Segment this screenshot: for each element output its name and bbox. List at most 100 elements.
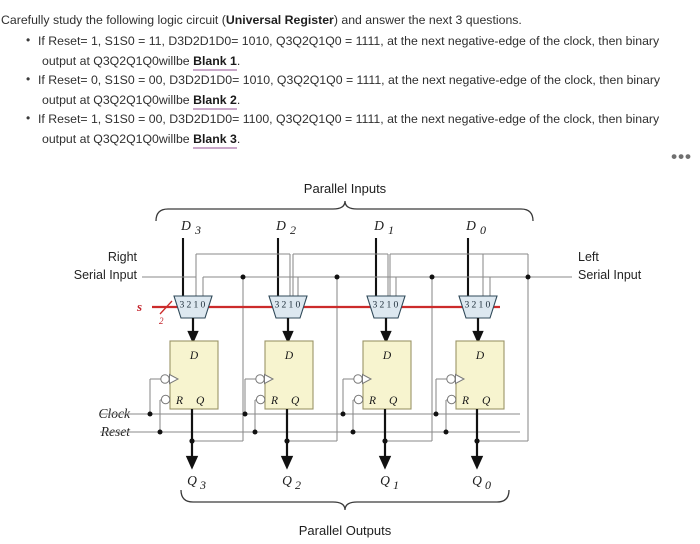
svg-text:D: D <box>382 350 392 362</box>
question-2-line-2: output at Q3Q2Q1Q0willbe Blank 2. <box>38 91 700 111</box>
left-serial-input-label: Left Serial Input <box>578 250 642 282</box>
svg-text:D: D <box>180 218 191 233</box>
right-serial-input-label: Right Serial Input <box>74 250 138 282</box>
svg-text:1: 1 <box>388 223 394 237</box>
svg-text:R: R <box>270 395 278 407</box>
svg-text:R: R <box>175 395 183 407</box>
svg-text:D: D <box>475 350 485 362</box>
list-item: • If Reset= 1, S1S0 = 00, D3D2D1D0= 1100… <box>0 110 700 149</box>
question-3-answer-suffix: . <box>236 131 241 146</box>
parallel-outputs-brace <box>180 489 510 511</box>
svg-text:2: 2 <box>187 300 192 311</box>
parallel-inputs-brace <box>155 200 534 222</box>
output-label-q0: Q 0 <box>472 473 491 492</box>
svg-text:Q: Q <box>196 395 205 407</box>
question-1-line-1: If Reset= 1, S1S0 = 11, D3D2D1D0= 1010, … <box>38 34 660 48</box>
output-label-q3: Q 3 <box>187 473 206 492</box>
parallel-outputs-title: Parallel Outputs <box>299 523 392 538</box>
svg-text:R: R <box>368 395 376 407</box>
svg-text:Q: Q <box>389 395 398 407</box>
bullet-icon: • <box>26 111 31 125</box>
select-label-s: s <box>136 299 142 314</box>
svg-text:1: 1 <box>393 478 399 492</box>
question-2-answer-prefix: output at Q3Q2Q1Q0willbe <box>42 92 194 107</box>
blank-field-2[interactable]: Blank 2 <box>193 92 237 110</box>
svg-text:Q: Q <box>291 395 300 407</box>
more-options-icon[interactable]: ••• <box>671 147 692 166</box>
svg-text:D: D <box>284 350 294 362</box>
svg-text:3: 3 <box>194 223 201 237</box>
flip-flop-3[interactable]: D R Q <box>160 340 219 410</box>
parallel-input-wires <box>181 238 470 296</box>
svg-text:3: 3 <box>465 300 470 311</box>
clock-reset-stubs <box>100 413 132 433</box>
select-width-label: 2 <box>159 316 164 326</box>
svg-text:3: 3 <box>275 300 280 311</box>
bullet-icon: • <box>26 33 31 47</box>
parallel-inputs-title: Parallel Inputs <box>304 181 387 196</box>
svg-text:0: 0 <box>201 300 206 311</box>
svg-text:0: 0 <box>480 223 486 237</box>
svg-text:1: 1 <box>387 300 392 311</box>
svg-text:D: D <box>189 350 199 362</box>
svg-text:D: D <box>373 218 384 233</box>
question-1-line-2: output at Q3Q2Q1Q0willbe Blank 1. <box>38 52 700 72</box>
svg-text:Serial Input: Serial Input <box>578 268 642 282</box>
question-3-line-2: output at Q3Q2Q1Q0willbe Blank 3. <box>38 130 700 150</box>
question-intro: Carefully study the following logic circ… <box>0 0 700 28</box>
interconnect-wires <box>100 253 572 442</box>
question-intro-bold: Universal Register <box>225 13 334 27</box>
svg-text:0: 0 <box>296 300 301 311</box>
blank-field-3[interactable]: Blank 3 <box>193 131 237 149</box>
svg-text:Q: Q <box>380 473 390 488</box>
question-2-answer-suffix: . <box>236 92 241 107</box>
question-3-line-1: If Reset= 1, S1S0 = 00, D3D2D1D0= 1100, … <box>38 112 660 126</box>
input-label-d0: D 0 <box>465 218 486 237</box>
svg-text:2: 2 <box>290 223 296 237</box>
question-intro-post: ) and answer the next 3 questions. <box>333 13 522 27</box>
question-2-line-1: If Reset= 0, S1S0 = 00, D3D2D1D0= 1010, … <box>38 73 661 87</box>
input-label-d1: D 1 <box>373 218 394 237</box>
list-item: • If Reset= 1, S1S0 = 11, D3D2D1D0= 1010… <box>0 32 700 71</box>
input-label-d3: D 3 <box>180 218 201 237</box>
mux-stage-0[interactable]: 3 2 1 0 <box>458 295 498 319</box>
mux-stage-1[interactable]: 3 2 1 0 <box>366 295 406 319</box>
svg-text:Q: Q <box>472 473 482 488</box>
mux-stage-3[interactable]: 3 2 1 0 <box>173 295 213 319</box>
output-label-q2: Q 2 <box>282 473 301 492</box>
svg-text:1: 1 <box>194 300 199 311</box>
svg-text:2: 2 <box>380 300 385 311</box>
flip-flop-1[interactable]: D R Q <box>353 340 412 410</box>
mux-stage-2[interactable]: 3 2 1 0 <box>268 295 308 319</box>
svg-text:Q: Q <box>282 473 292 488</box>
question-3-answer-prefix: output at Q3Q2Q1Q0willbe <box>42 131 194 146</box>
logic-circuit-diagram: Parallel Inputs D 3 D 2 D 1 D 0 Right Se… <box>0 168 700 544</box>
svg-text:1: 1 <box>479 300 484 311</box>
svg-text:Right: Right <box>108 250 138 264</box>
flip-flop-0[interactable]: D R Q <box>446 340 505 410</box>
question-intro-pre: Carefully study the following logic circ… <box>1 13 226 27</box>
svg-text:D: D <box>275 218 286 233</box>
svg-text:Q: Q <box>482 395 491 407</box>
bullet-icon: • <box>26 72 31 86</box>
wire-junction-dots <box>147 274 531 444</box>
svg-text:2: 2 <box>295 478 301 492</box>
svg-text:D: D <box>465 218 476 233</box>
input-label-d2: D 2 <box>275 218 296 237</box>
svg-text:3: 3 <box>373 300 378 311</box>
output-label-q1: Q 1 <box>380 473 399 492</box>
svg-text:Left: Left <box>578 250 599 264</box>
svg-text:2: 2 <box>472 300 477 311</box>
svg-text:R: R <box>461 395 469 407</box>
svg-text:Serial Input: Serial Input <box>74 268 138 282</box>
list-item: • If Reset= 0, S1S0 = 00, D3D2D1D0= 1010… <box>0 71 700 110</box>
svg-text:0: 0 <box>486 300 491 311</box>
svg-text:Q: Q <box>187 473 197 488</box>
blank-field-1[interactable]: Blank 1 <box>193 53 237 71</box>
question-block: Carefully study the following logic circ… <box>0 0 700 149</box>
svg-text:0: 0 <box>485 478 491 492</box>
flip-flop-2[interactable]: D R Q <box>255 340 314 410</box>
mux-to-ff-arrows <box>187 318 484 344</box>
select-input-wire <box>152 300 500 315</box>
svg-text:3: 3 <box>199 478 206 492</box>
